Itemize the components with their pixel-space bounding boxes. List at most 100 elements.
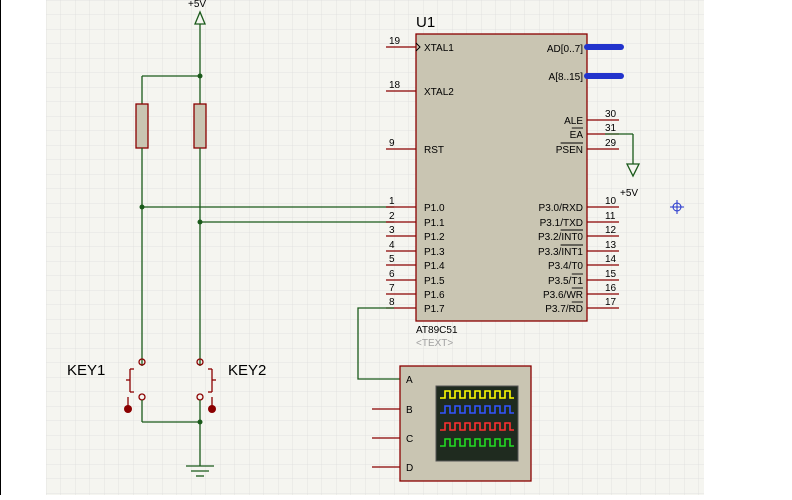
bus-ad[interactable]: AD[0..7] [547,44,624,55]
bus-a-label: A[8..15] [549,72,584,83]
bus-ad-label: AD[0..7] [547,44,583,55]
pin-number: 8 [389,297,395,308]
sheet-grid [46,0,704,495]
pin-number: 16 [605,283,617,294]
pin-name: P1.2 [424,232,445,243]
key2-actuator-icon[interactable] [208,405,216,413]
pin-name: P3.7/RD [545,304,583,315]
mcu-pin-p1-4[interactable]: 5P1.4 [386,254,445,272]
pin-number: 30 [605,109,617,120]
scope-trace-2 [440,405,514,414]
pin-number: 9 [389,138,395,149]
pin-name: P1.3 [424,247,445,258]
key1-switch[interactable]: KEY1 [67,358,146,422]
mcu-pin-p1-3[interactable]: 4P1.3 [386,240,445,258]
key2-switch[interactable]: KEY2 [196,358,266,422]
window-left-edge [0,0,1,495]
pin-number: 13 [605,240,617,251]
pin-number: 4 [389,240,395,251]
power-top-label: +5V [188,0,206,10]
scope-channel-label: A [406,375,413,386]
junction-p1-0 [139,204,145,210]
pin-number: 19 [389,36,401,47]
scope-channel-b[interactable]: B [372,405,413,416]
pin-name: P3.2/INT0 [538,232,583,243]
pin-name: XTAL2 [424,87,454,98]
mcu-pin-p1-2[interactable]: 3P1.2 [386,225,445,243]
pin-name: P3.6/WR [543,290,583,301]
scope-channel-label: D [406,463,413,474]
resistor-r1[interactable] [135,76,149,366]
pin-number: 14 [605,254,617,265]
scope-trace-3 [440,422,514,431]
bus-a[interactable]: A[8..15] [549,72,624,83]
pin-name: P1.5 [424,276,445,287]
mcu-pin-p1-1[interactable]: 2P1.1 [386,211,445,229]
pin-number: 17 [605,297,617,308]
scope-channel-d[interactable]: D [372,463,413,474]
pin-name: P3.1/TXD [540,218,583,229]
ea-power-arrow-icon [625,163,641,178]
scope-channel-a[interactable]: A [406,375,413,386]
pin-name: P1.0 [424,203,445,214]
scope-trace-4 [440,438,514,447]
pin-name: P1.7 [424,304,445,315]
wire-p1-7-scope-a [357,307,400,380]
ea-power-label: +5V [620,188,638,199]
mcu-text-placeholder: <TEXT> [416,338,453,349]
key1-contact-top [138,358,146,366]
crosshair-icon [670,200,684,214]
r1-body [135,103,149,149]
scope-channels: A B C D [372,375,413,474]
pin-number: 6 [389,269,395,280]
pin-name: P1.6 [424,290,445,301]
mcu-part-label: AT89C51 [416,325,458,336]
pin-number: 11 [605,211,616,222]
pin-name: RST [424,145,444,156]
pin-number: 3 [389,225,395,236]
mcu-pin-p1-6[interactable]: 7P1.6 [386,283,445,301]
junction-p1-1 [197,219,203,225]
pin-number: 29 [605,138,617,149]
pin-name: P3.0/RXD [539,203,583,214]
pin-name: P1.4 [424,261,445,272]
pin-number: 2 [389,211,395,222]
pin-name: P3.3/INT1 [538,247,583,258]
pin-number: 12 [605,225,617,236]
mcu-pin-p1-0[interactable]: 1P1.0 [386,196,445,214]
key1-actuator-icon[interactable] [124,405,132,413]
mcu-body[interactable] [415,33,588,322]
mcu-right-pins: 30ALE31EA29PSEN10P3.0/RXD11P3.1/TXD12P3.… [538,109,619,315]
pin-name: P3.4/T0 [548,261,583,272]
resistor-r2[interactable] [193,76,207,366]
ground-terminal[interactable] [186,422,214,477]
pin-name: PSEN [556,145,583,156]
pin-name: P3.5/T1 [548,276,583,287]
scope-channel-label: B [406,405,413,416]
power-terminal-top[interactable]: +5V [188,0,206,76]
pin-number: 10 [605,196,617,207]
pin-name: P1.1 [424,218,445,229]
scope-traces [440,390,514,447]
pin-number: 7 [389,283,395,294]
scope-trace-1 [440,390,514,399]
mcu-pin-p1-5[interactable]: 6P1.5 [386,269,445,287]
r2-body [193,103,207,149]
scope-channel-c[interactable]: C [372,434,413,445]
key2-label: KEY2 [228,362,266,379]
